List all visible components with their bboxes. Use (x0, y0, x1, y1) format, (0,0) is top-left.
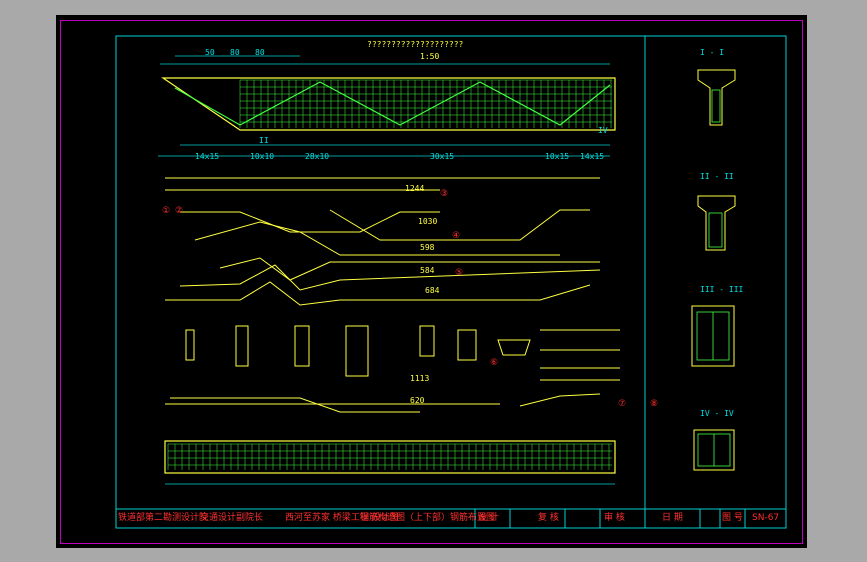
section-mark-2: II (259, 136, 269, 145)
dim-sample-4: 584 (420, 266, 435, 275)
dim-sample-1: 1244 (405, 184, 425, 193)
tb-checker: 复 核 (538, 513, 559, 523)
section-mark-4: IV (598, 126, 608, 135)
dim-sample-7: 1113 (410, 374, 430, 383)
cross-sections (691, 69, 736, 471)
tb-drawing-no-label: 图 号 (722, 513, 743, 523)
dim-sample-2: 1030 (418, 217, 438, 226)
tb-design-unit: 交通设计副院长 (200, 513, 264, 523)
rebar-shapes (165, 177, 620, 413)
dim-sample-6: 620 (410, 396, 425, 405)
title-block (116, 508, 786, 528)
rebar-label-8: ⑧ (650, 399, 659, 409)
dim-bottom-3: 28x10 (305, 152, 330, 161)
top-title: ???????????????????? (367, 40, 464, 49)
inner-border (115, 35, 787, 529)
drawing-sheet (56, 15, 807, 548)
section-title-4: IV - IV (700, 409, 734, 418)
section-title-3: III - III (700, 285, 744, 294)
tb-designer: 设 计 (478, 513, 499, 523)
tb-reviewer: 审 核 (604, 513, 625, 523)
dim-bottom-4: 30x15 (430, 152, 455, 161)
rebar-label-5: ⑤ (455, 268, 464, 278)
drawing-frame (60, 20, 803, 544)
cross-section-rebar (696, 89, 731, 467)
rebar-label-6: ⑥ (490, 358, 499, 368)
tb-drawing-name: 钢筋构造图（上下部）钢筋布置图 (360, 513, 496, 523)
dim-sample-3: 598 (420, 243, 435, 252)
dim-bottom-5: 10x15 (545, 152, 570, 161)
rebar-label-2: ② (175, 206, 184, 216)
beam-elevation (158, 55, 616, 157)
tb-drawing-no: SN-67 (752, 513, 780, 523)
tb-org: 铁道部第二勘测设计院 (118, 513, 209, 523)
dim-top-3: 80 (255, 48, 265, 57)
rebar-label-3: ③ (440, 189, 449, 199)
dim-top-1: 50 (205, 48, 215, 57)
dim-sample-5: 684 (425, 286, 440, 295)
dim-bottom-1: 14x15 (195, 152, 220, 161)
rebar-label-4: ④ (452, 231, 461, 241)
bottom-slab (164, 440, 616, 485)
main-scale: 1:50 (420, 52, 440, 61)
section-title-1: I - I (700, 48, 725, 57)
tb-project: 西河至苏家 桥梁工程 设计图 (285, 513, 399, 523)
section-title-2: II - II (700, 172, 734, 181)
rebar-label-1: ① (162, 206, 171, 216)
rebar-label-7: ⑦ (618, 399, 627, 409)
dim-bottom-6: 14x15 (580, 152, 605, 161)
dim-top-2: 80 (230, 48, 240, 57)
tb-date: 日 期 (662, 513, 683, 523)
dim-bottom-2: 10x10 (250, 152, 275, 161)
